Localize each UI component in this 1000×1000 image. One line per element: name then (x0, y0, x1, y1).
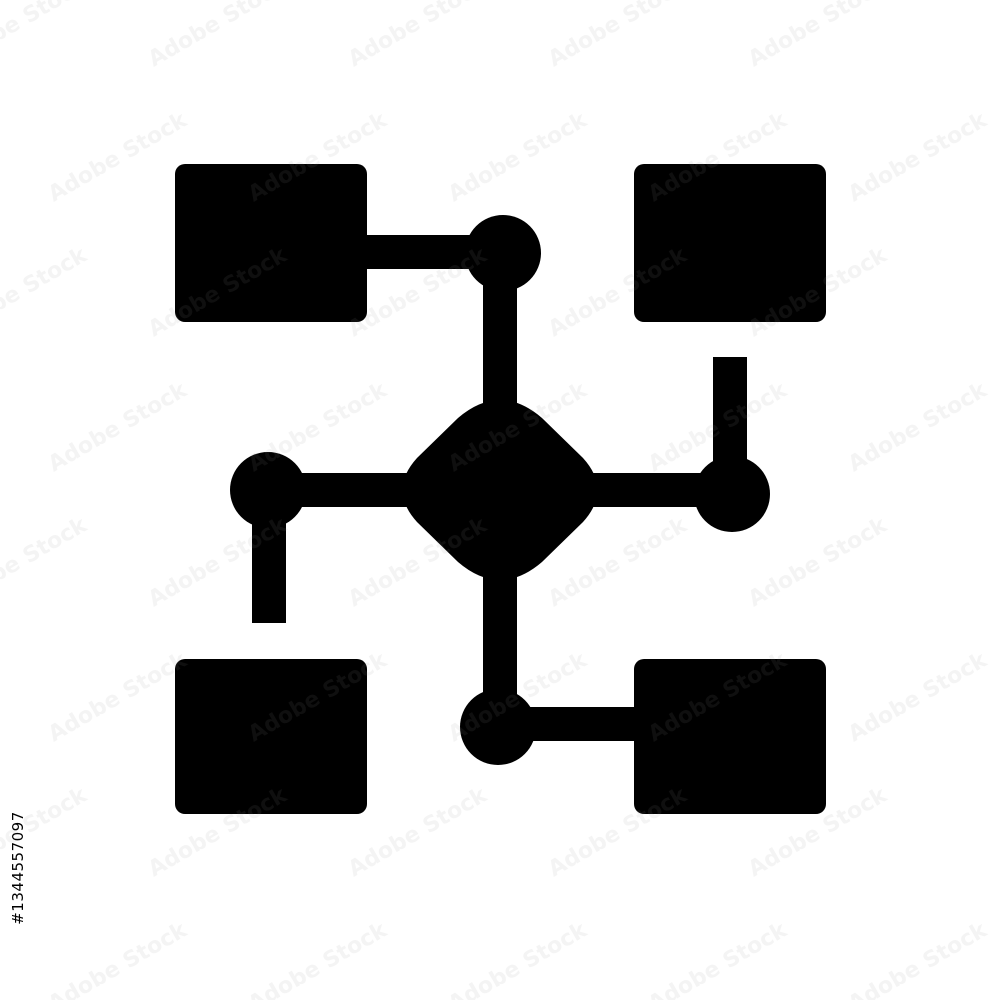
node-right (694, 456, 770, 532)
box-top-left (175, 164, 367, 322)
stock-id-label: #1344557097 (6, 758, 30, 978)
box-bottom-right (634, 659, 826, 814)
node-top (465, 215, 541, 291)
stock-id-text: #1344557097 (9, 811, 28, 925)
center-diamond (402, 400, 598, 580)
node-left (230, 452, 306, 528)
node-bottom (460, 689, 536, 765)
box-bottom-left (175, 659, 367, 814)
box-top-right (634, 164, 826, 322)
